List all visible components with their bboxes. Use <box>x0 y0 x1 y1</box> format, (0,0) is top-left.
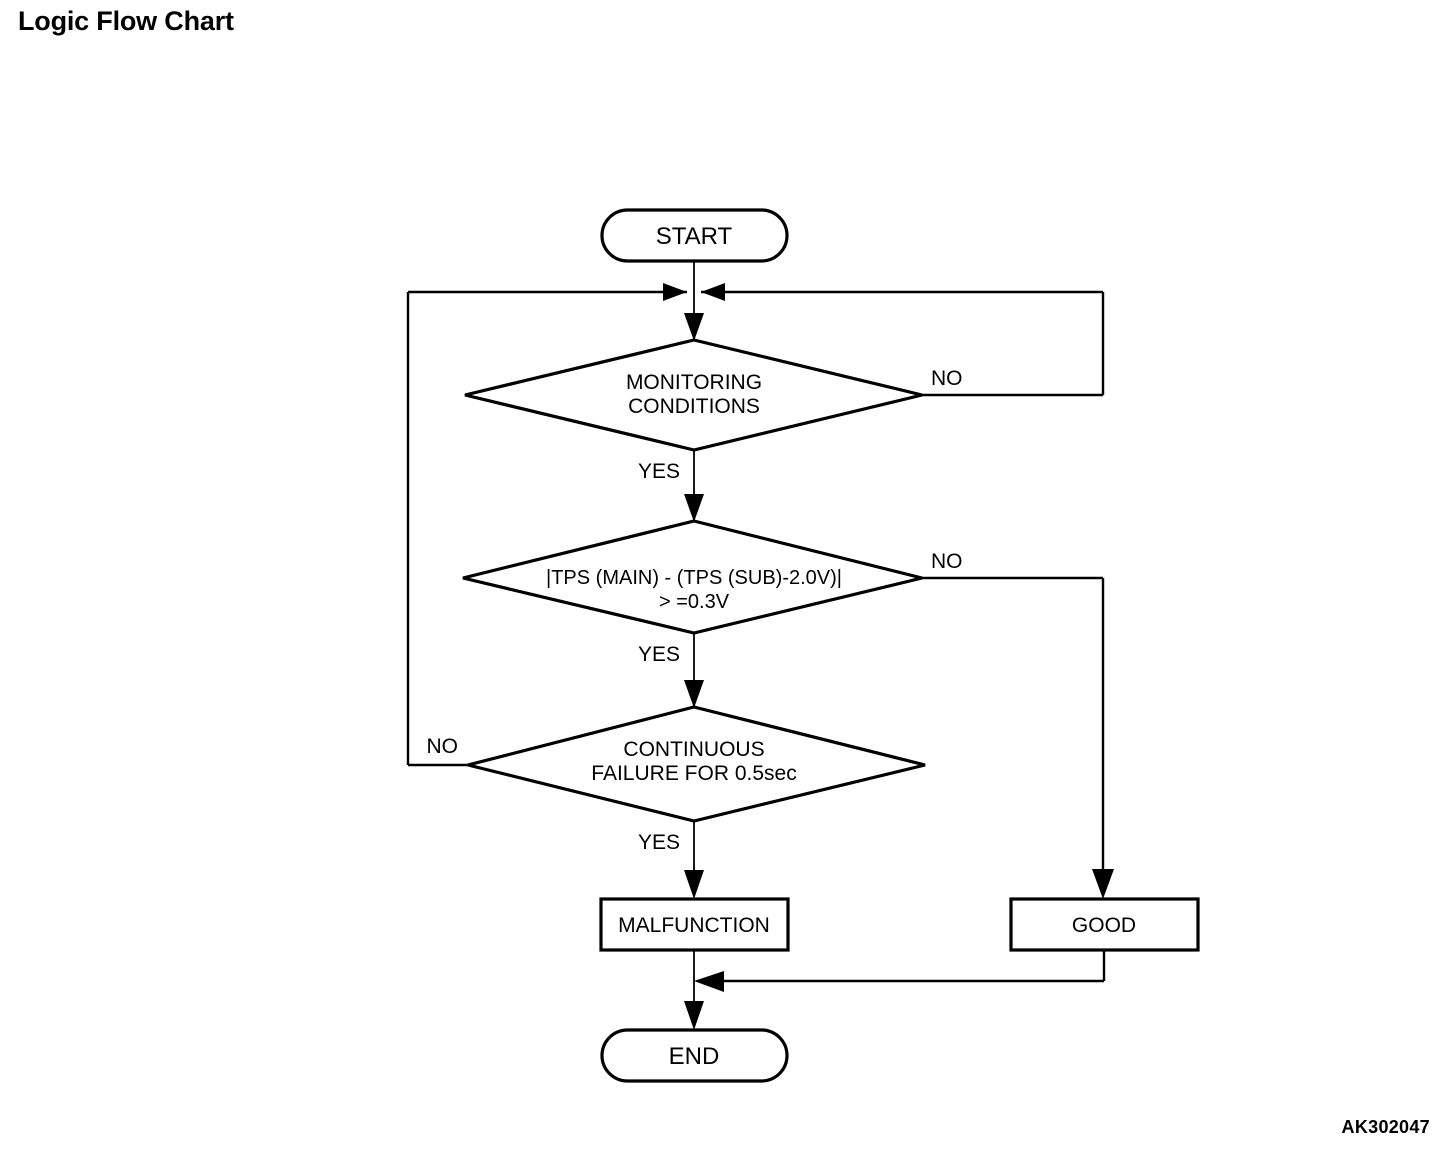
arrow-head-into-monitoring <box>684 313 704 341</box>
tps-label-line2: > =0.3V <box>659 591 730 613</box>
edge-good-to-end <box>694 950 1106 992</box>
node-continuous-failure: CONTINUOUS FAILURE FOR 0.5sec <box>467 705 926 823</box>
continuous-label-line2: FAILURE FOR 0.5sec <box>591 762 796 785</box>
end-terminator-shape <box>600 1028 789 1083</box>
edge-monitoring-yes: YES <box>638 450 704 522</box>
node-malfunction: MALFUNCTION <box>599 897 790 952</box>
branch-label-tps-no: NO <box>931 550 963 573</box>
arrow-head-left-into-junction <box>663 283 687 301</box>
branch-label-monitoring-no: NO <box>931 367 963 390</box>
arrow-head-into-end <box>684 1001 704 1030</box>
figure-code: AK302047 <box>1341 1117 1430 1137</box>
edge-tps-no: NO <box>922 550 1114 899</box>
malfunction-label: MALFUNCTION <box>618 914 770 937</box>
arrow-head-into-good <box>1092 869 1114 899</box>
arrow-head-join-to-end-line <box>694 971 724 992</box>
edge-continuous-no: NO <box>406 292 468 767</box>
malfunction-box-shape <box>599 897 790 952</box>
start-label: START <box>656 223 733 250</box>
arrow-head-right-into-junction <box>701 283 725 301</box>
continuous-label-line1: CONTINUOUS <box>623 738 764 761</box>
branch-label-continuous-no: NO <box>427 735 459 758</box>
branch-label-tps-yes: YES <box>638 643 680 666</box>
branch-label-continuous-yes: YES <box>638 831 680 854</box>
edge-tps-yes: YES <box>638 633 704 708</box>
arrow-head-into-malfunction <box>684 870 704 899</box>
node-start: START <box>600 208 789 263</box>
tps-label-line1: |TPS (MAIN) - (TPS (SUB)-2.0V)| <box>546 567 842 589</box>
top-merge-junction <box>408 283 1103 301</box>
end-label: END <box>669 1043 720 1070</box>
node-monitoring-conditions: MONITORING CONDITIONS <box>464 338 923 452</box>
branch-label-monitoring-yes: YES <box>638 460 680 483</box>
good-label: GOOD <box>1072 914 1136 937</box>
node-tps-comparison: |TPS (MAIN) - (TPS (SUB)-2.0V)| > =0.3V <box>462 519 923 635</box>
arrow-head-into-continuous <box>684 680 704 708</box>
edge-continuous-yes: YES <box>638 821 704 899</box>
monitoring-label-line2: CONDITIONS <box>628 395 760 418</box>
monitoring-label-line1: MONITORING <box>626 371 762 394</box>
edge-monitoring-no: NO <box>922 292 1105 397</box>
edge-malfunction-to-end <box>684 950 704 1030</box>
node-good: GOOD <box>1009 897 1200 952</box>
arrow-head-into-tps <box>684 494 704 522</box>
node-end: END <box>600 1028 789 1083</box>
page-title: Logic Flow Chart <box>18 6 234 36</box>
